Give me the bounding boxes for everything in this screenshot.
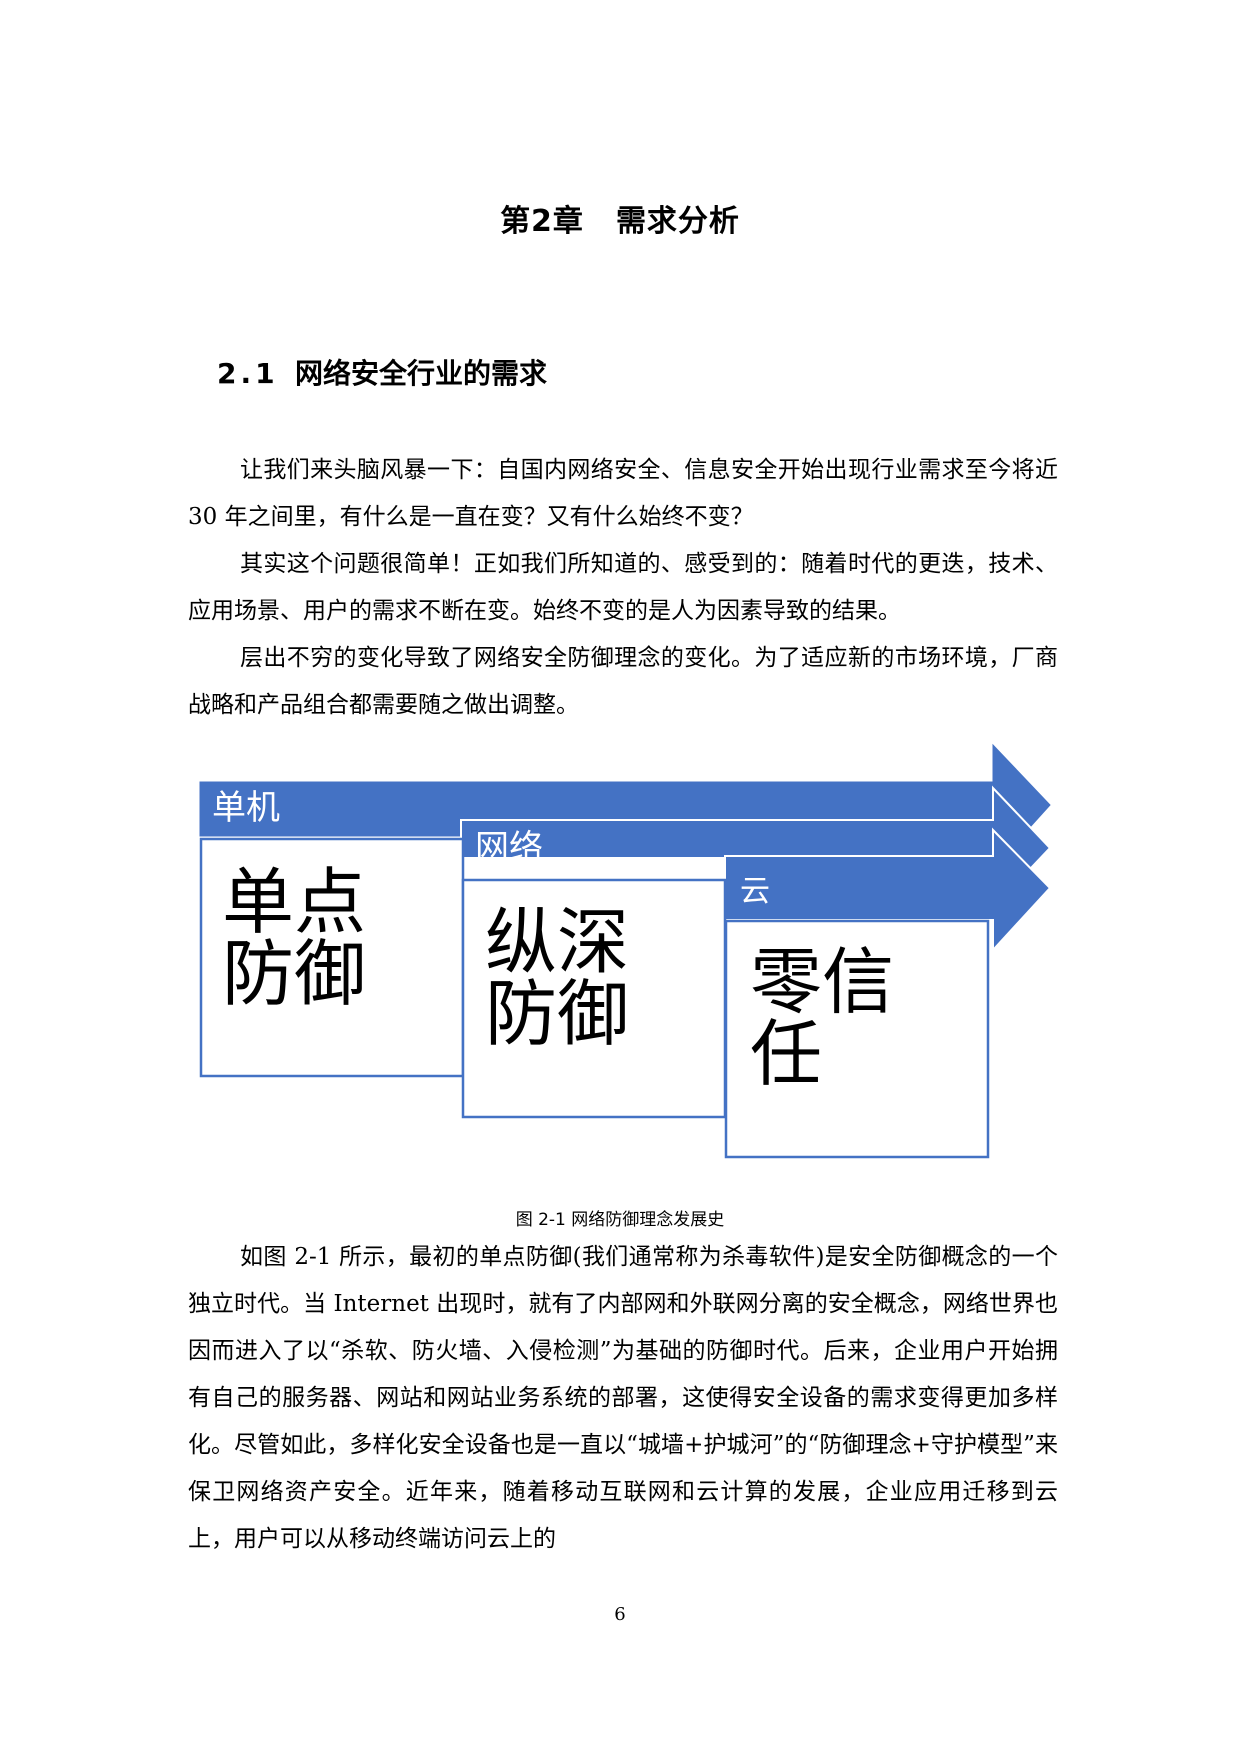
era-label-3: 云 xyxy=(740,874,770,909)
era-label-1: 单机 xyxy=(212,788,280,828)
concept-text-3: 零信 任 xyxy=(750,940,895,1096)
body-text: 如图 2-1 所示，最初的单点防御(我们通常称为杀毒软件)是安全防御概念的一个独… xyxy=(188,1234,1058,1563)
chapter-title: 第2章需求分析 xyxy=(0,196,1240,240)
page-number: 6 xyxy=(614,1604,626,1625)
section-heading: 2.1 网络安全行业的需求 xyxy=(217,352,547,392)
paragraph: 层出不穷的变化导致了网络安全防御理念的变化。为了适应新的市场环境，厂商战略和产品… xyxy=(188,645,1058,718)
concept-box-3 xyxy=(724,919,990,1159)
concept-box-1 xyxy=(199,837,465,1078)
era-label-2: 网络 xyxy=(475,828,543,868)
figure-caption: 图 2-1 网络防御理念发展史 xyxy=(515,1210,725,1230)
intro-text: 让我们来头脑风暴一下：自国内网络安全、信息安全开始出现行业需求至今将近 30 年… xyxy=(188,447,1058,729)
paragraph: 让我们来头脑风暴一下：自国内网络安全、信息安全开始出现行业需求至今将近 30 年… xyxy=(188,457,1058,530)
arrow-stage-2 xyxy=(460,785,1052,911)
section-number: 2.1 xyxy=(217,357,279,390)
arrow-stage-3 xyxy=(724,827,1052,953)
chapter-number: 第2章 xyxy=(500,204,584,239)
arrow-stage-1 xyxy=(199,743,1051,870)
concept-box-2 xyxy=(461,878,727,1119)
paragraph: 其实这个问题很简单！正如我们所知道的、感受到的：随着时代的更迭，技术、应用场景、… xyxy=(188,551,1058,624)
section-name: 网络安全行业的需求 xyxy=(295,357,548,390)
concept-text-1: 单点 防御 xyxy=(222,860,367,1016)
paragraph: 如图 2-1 所示，最初的单点防御(我们通常称为杀毒软件)是安全防御概念的一个独… xyxy=(188,1244,1058,1552)
chapter-name: 需求分析 xyxy=(615,204,740,239)
concept-text-2: 纵深 防御 xyxy=(485,900,630,1056)
